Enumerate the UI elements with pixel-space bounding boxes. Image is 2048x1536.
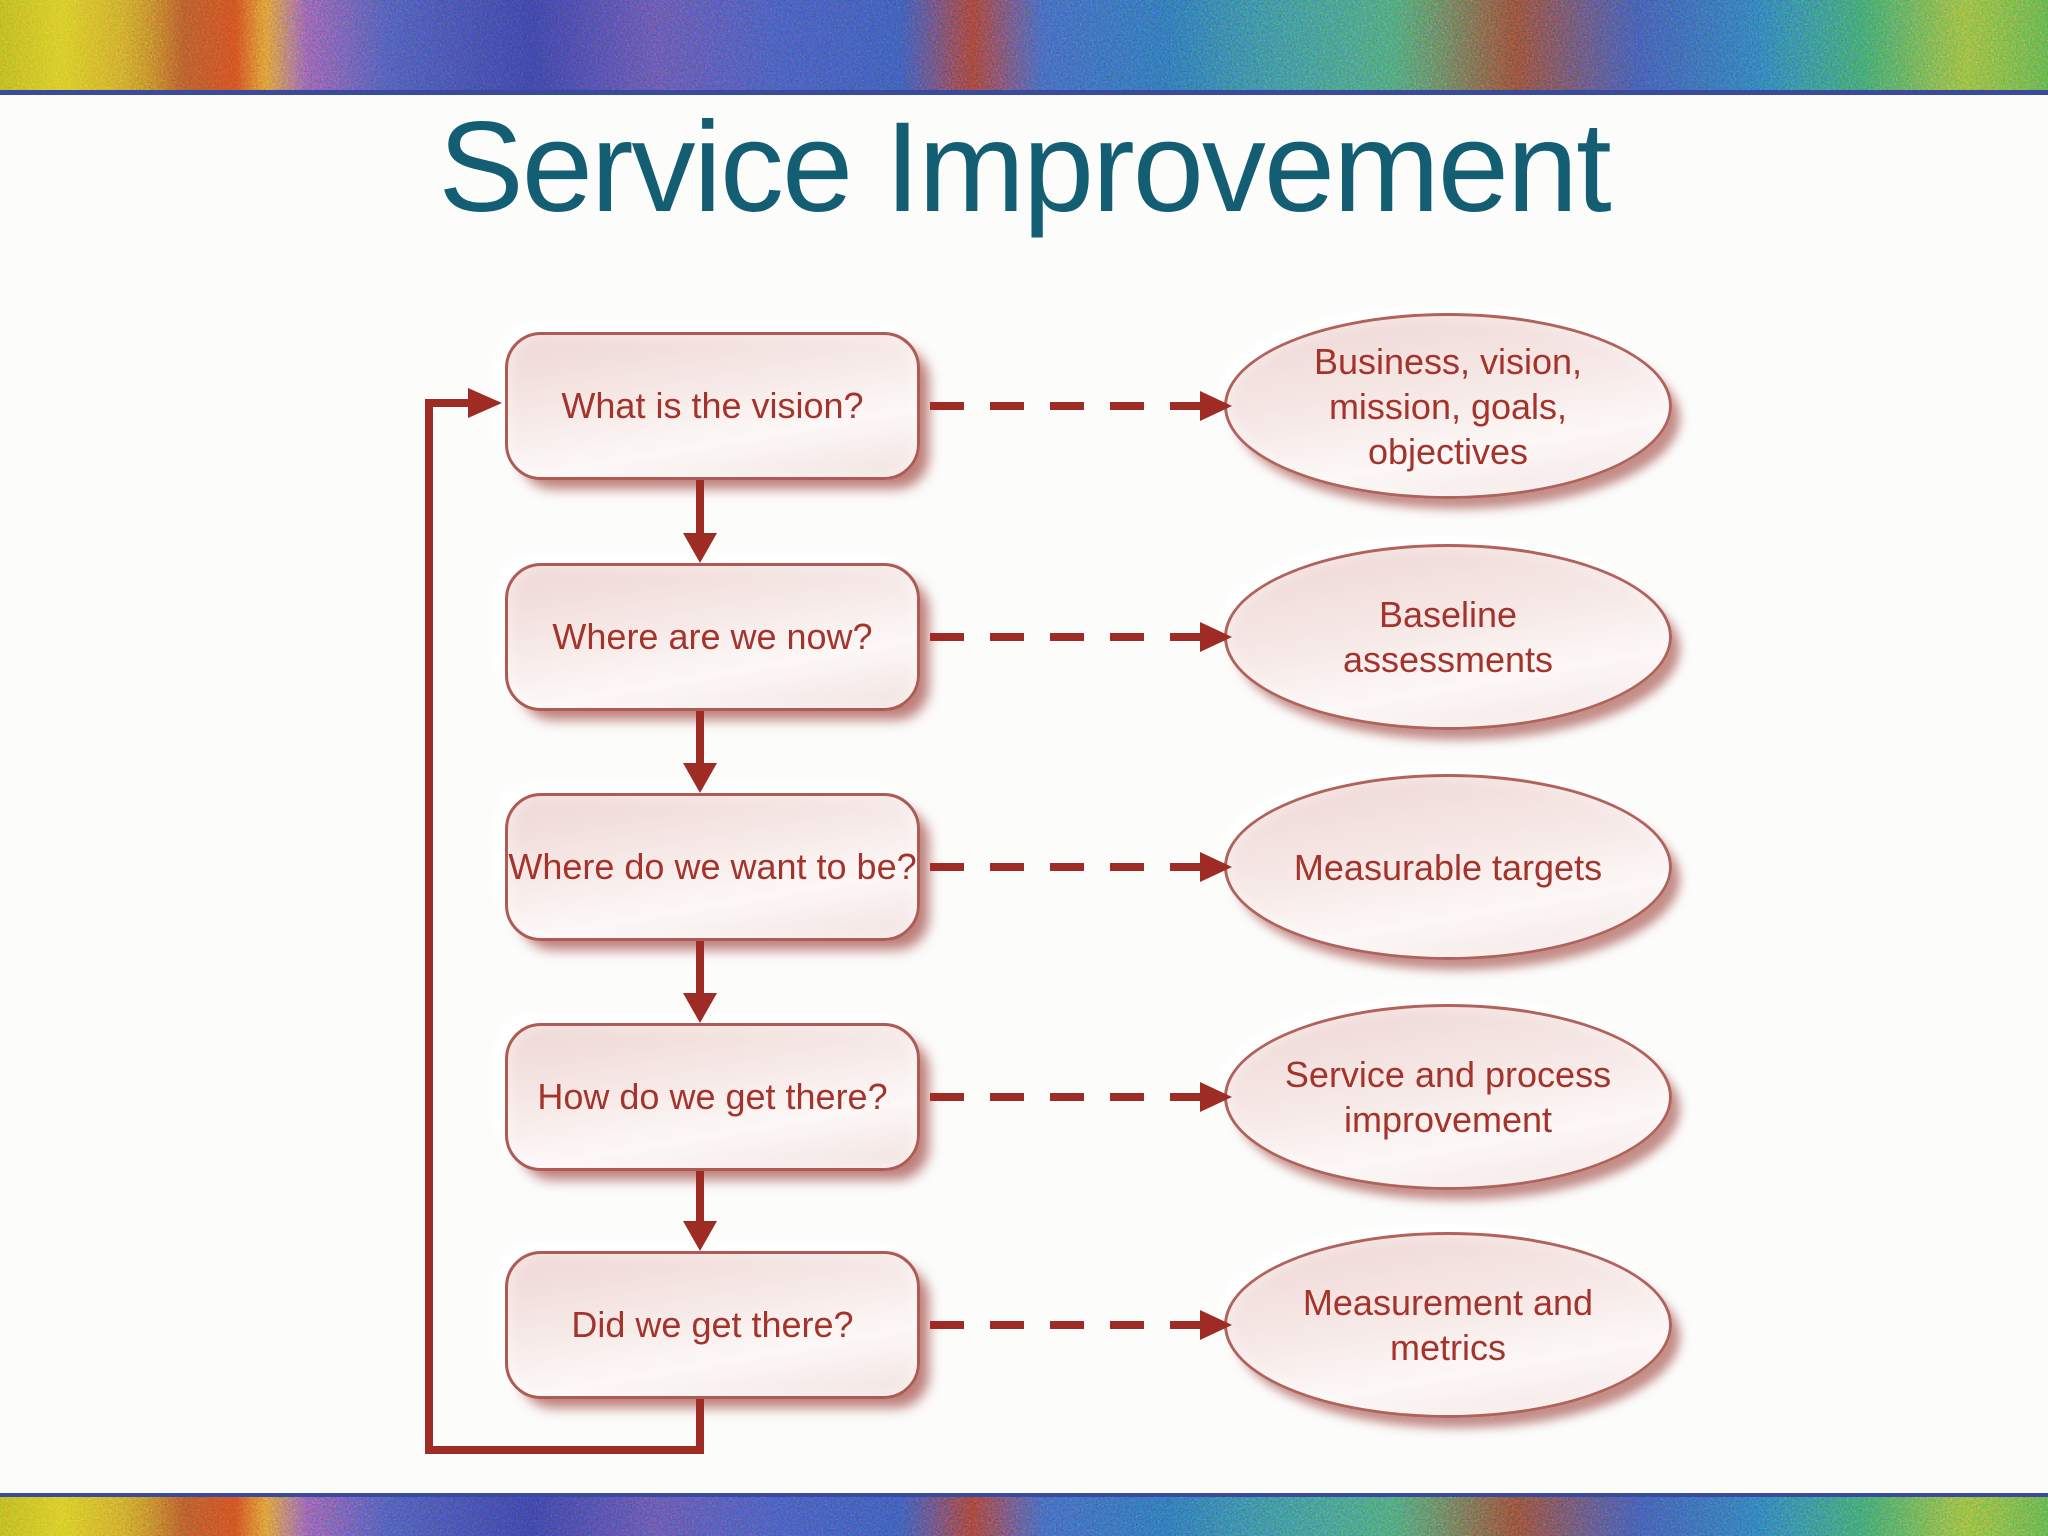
noise-texture-top	[0, 0, 2048, 90]
dashed-arrow-line-2	[930, 633, 1200, 641]
dashed-arrow-line-1	[930, 402, 1200, 410]
connector-line-4-5	[696, 1171, 704, 1224]
step-1-question: What is the vision?	[561, 385, 864, 426]
dashed-arrow-line-3	[930, 863, 1200, 871]
step-4-box: How do we get there?	[505, 1023, 920, 1171]
top-mosaic-banner	[0, 0, 2048, 95]
step-4-ellipse: Service and process improvement	[1224, 1004, 1672, 1190]
dashed-arrowhead-icon-4	[1200, 1082, 1232, 1112]
step-2-ellipse: Baseline assessments	[1224, 544, 1672, 730]
step-2-box: Where are we now?	[505, 563, 920, 711]
step-5-outcome: Measurement and metrics	[1302, 1282, 1594, 1368]
step-4-question: How do we get there?	[537, 1076, 888, 1117]
page-title: Service Improvement	[438, 96, 1611, 239]
step-3-box: Where do we want to be?	[505, 793, 920, 941]
dashed-arrowhead-icon-2	[1200, 622, 1232, 652]
step-3-ellipse: Measurable targets	[1224, 774, 1672, 960]
dashed-arrowhead-icon-3	[1200, 852, 1232, 882]
dashed-arrowhead-icon-1	[1200, 391, 1232, 421]
connector-line-3-4	[696, 941, 704, 996]
dashed-arrowhead-icon-5	[1200, 1310, 1232, 1340]
feedback-loop-line-bottom	[425, 1446, 704, 1454]
down-arrowhead-icon-1-2	[683, 533, 717, 563]
step-2-outcome: Baseline assessments	[1342, 594, 1554, 680]
down-arrowhead-icon-4-5	[683, 1221, 717, 1251]
step-5-question: Did we get there?	[571, 1304, 854, 1345]
feedback-loop-line-left	[425, 399, 433, 1454]
step-3-question: Where do we want to be?	[508, 846, 917, 887]
dashed-arrow-line-5	[930, 1321, 1200, 1329]
down-arrowhead-icon-2-3	[683, 763, 717, 793]
noise-texture-bottom	[0, 1497, 2048, 1536]
step-5-box: Did we get there?	[505, 1251, 920, 1399]
step-2-question: Where are we now?	[552, 616, 873, 657]
dashed-arrow-line-4	[930, 1093, 1200, 1101]
step-5-ellipse: Measurement and metrics	[1224, 1232, 1672, 1418]
step-4-outcome: Service and process improvement	[1284, 1054, 1612, 1140]
connector-line-1-2	[696, 480, 704, 536]
feedback-loop-line-top	[425, 399, 473, 407]
connector-line-2-3	[696, 711, 704, 766]
step-3-outcome: Measurable targets	[1293, 846, 1603, 888]
feedback-loop-line-down	[696, 1399, 704, 1454]
feedback-loop-arrowhead-icon	[468, 388, 502, 418]
step-1-box: What is the vision?	[505, 332, 920, 480]
step-1-ellipse: Business, vision, mission, goals, object…	[1224, 313, 1672, 499]
step-1-outcome: Business, vision, mission, goals, object…	[1313, 340, 1583, 472]
bottom-mosaic-banner	[0, 1493, 2048, 1536]
down-arrowhead-icon-3-4	[683, 993, 717, 1023]
